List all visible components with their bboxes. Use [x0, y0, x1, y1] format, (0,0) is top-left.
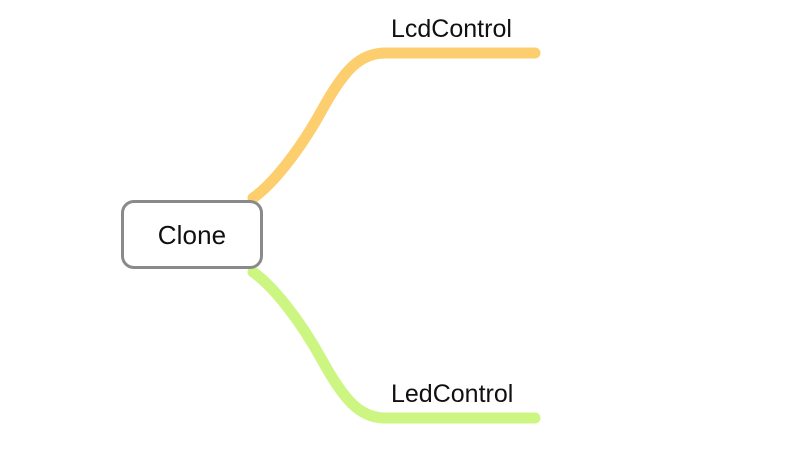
root-node-label: Clone	[157, 219, 227, 250]
branch-connector-ledcontrol[interactable]	[247, 266, 541, 424]
root-node-clone[interactable]: Clone	[121, 200, 263, 269]
branch-label-ledcontrol[interactable]: LedControl	[391, 380, 514, 408]
branch-label-lcdcontrol[interactable]: LcdControl	[391, 15, 512, 43]
branch-connector-lcdcontrol[interactable]	[247, 47, 541, 204]
